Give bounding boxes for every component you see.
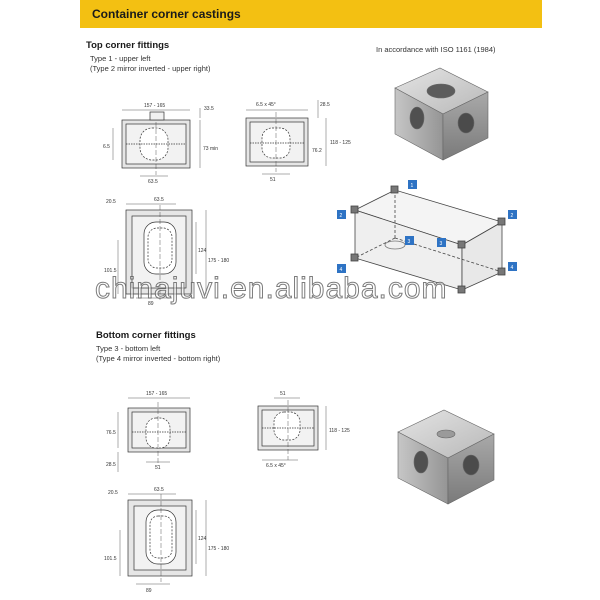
bottom-plan-view (119, 493, 207, 585)
top-type-line: Type 1 - upper left (90, 54, 151, 63)
dim-bottom-side-top: 51 (280, 391, 286, 397)
container-corner-tags: 1 2 2 3 3 4 4 (337, 180, 517, 273)
dim-top-bottom-a: 51 (270, 177, 276, 183)
dim-bottom-bevel: 6.5 x 45° (266, 463, 286, 469)
dim-bplan-left: 20.5 (108, 490, 118, 496)
bottom-section-title: Bottom corner fittings (96, 330, 196, 341)
dim-top-mid-a: 76.2 (312, 148, 322, 154)
dim-top-full-h: 118 - 125 (330, 140, 351, 146)
corner-tag-3a: 3 (408, 239, 411, 245)
top-plan-view (117, 203, 207, 300)
dim-top-hole-offset: 63.5 (148, 179, 158, 185)
dim-bottom-width: 157 - 165 (146, 391, 167, 397)
watermark-text: chinajuvi.en.alibaba.com (95, 272, 448, 306)
corner-tag-1: 1 (411, 183, 414, 189)
bottom-type-note: (Type 4 mirror inverted - bottom right) (96, 354, 221, 363)
dim-plan-bottom: 89 (148, 301, 154, 307)
top-casting-render (394, 67, 489, 161)
page-title: Container corner castings (92, 7, 241, 21)
top-section-title: Top corner fittings (86, 40, 170, 51)
corner-tag-3b: 3 (440, 241, 443, 247)
dim-bplan-bottom: 89 (146, 588, 152, 594)
dim-bplan-range: 175 - 180 (208, 546, 229, 552)
dim-plan-side: 101.5 (104, 268, 117, 274)
corner-tag-2b: 2 (511, 213, 514, 219)
bottom-casting-render (397, 409, 495, 505)
dim-bottom-left-a: 76.5 (106, 430, 116, 436)
dim-top-height-b: 73 min (203, 146, 218, 152)
corner-tag-2a: 2 (340, 213, 343, 219)
standard-note: In accordance with ISO 1161 (1984) (376, 45, 496, 54)
top-side-view (245, 100, 327, 175)
dim-top-height-a: 33.5 (204, 106, 214, 112)
dim-bplan-h: 124 (198, 536, 207, 542)
top-type-note: (Type 2 mirror inverted - upper right) (90, 64, 211, 73)
dim-top-width: 157 - 165 (144, 103, 165, 109)
bottom-side-view (257, 397, 327, 461)
corner-tag-4a: 4 (340, 267, 343, 273)
top-front-view (112, 108, 201, 177)
dim-bottom-bottom-a: 51 (155, 465, 161, 471)
dim-plan-hole: 63.5 (154, 197, 164, 203)
dim-top-bevel: 6.5 x 45° (256, 102, 276, 108)
dim-bottom-left-b: 28.5 (106, 462, 116, 468)
dim-bottom-side-h: 118 - 125 (329, 428, 350, 434)
container-frame-diagram (350, 185, 506, 294)
dim-plan-h: 124 (198, 248, 207, 254)
dim-bplan-hole: 63.5 (154, 487, 164, 493)
dim-top-left-a: 6.5 (103, 144, 110, 150)
bottom-front-view (117, 397, 191, 472)
dim-plan-left: 20.5 (106, 199, 116, 205)
header-bar: Container corner castings (80, 0, 542, 28)
dim-top-right-a: 28.5 (320, 102, 330, 108)
corner-tag-4b: 4 (511, 265, 514, 271)
dim-bplan-side: 101.5 (104, 556, 117, 562)
dim-plan-range: 175 - 180 (208, 258, 229, 264)
bottom-type-line: Type 3 - bottom left (96, 344, 161, 353)
